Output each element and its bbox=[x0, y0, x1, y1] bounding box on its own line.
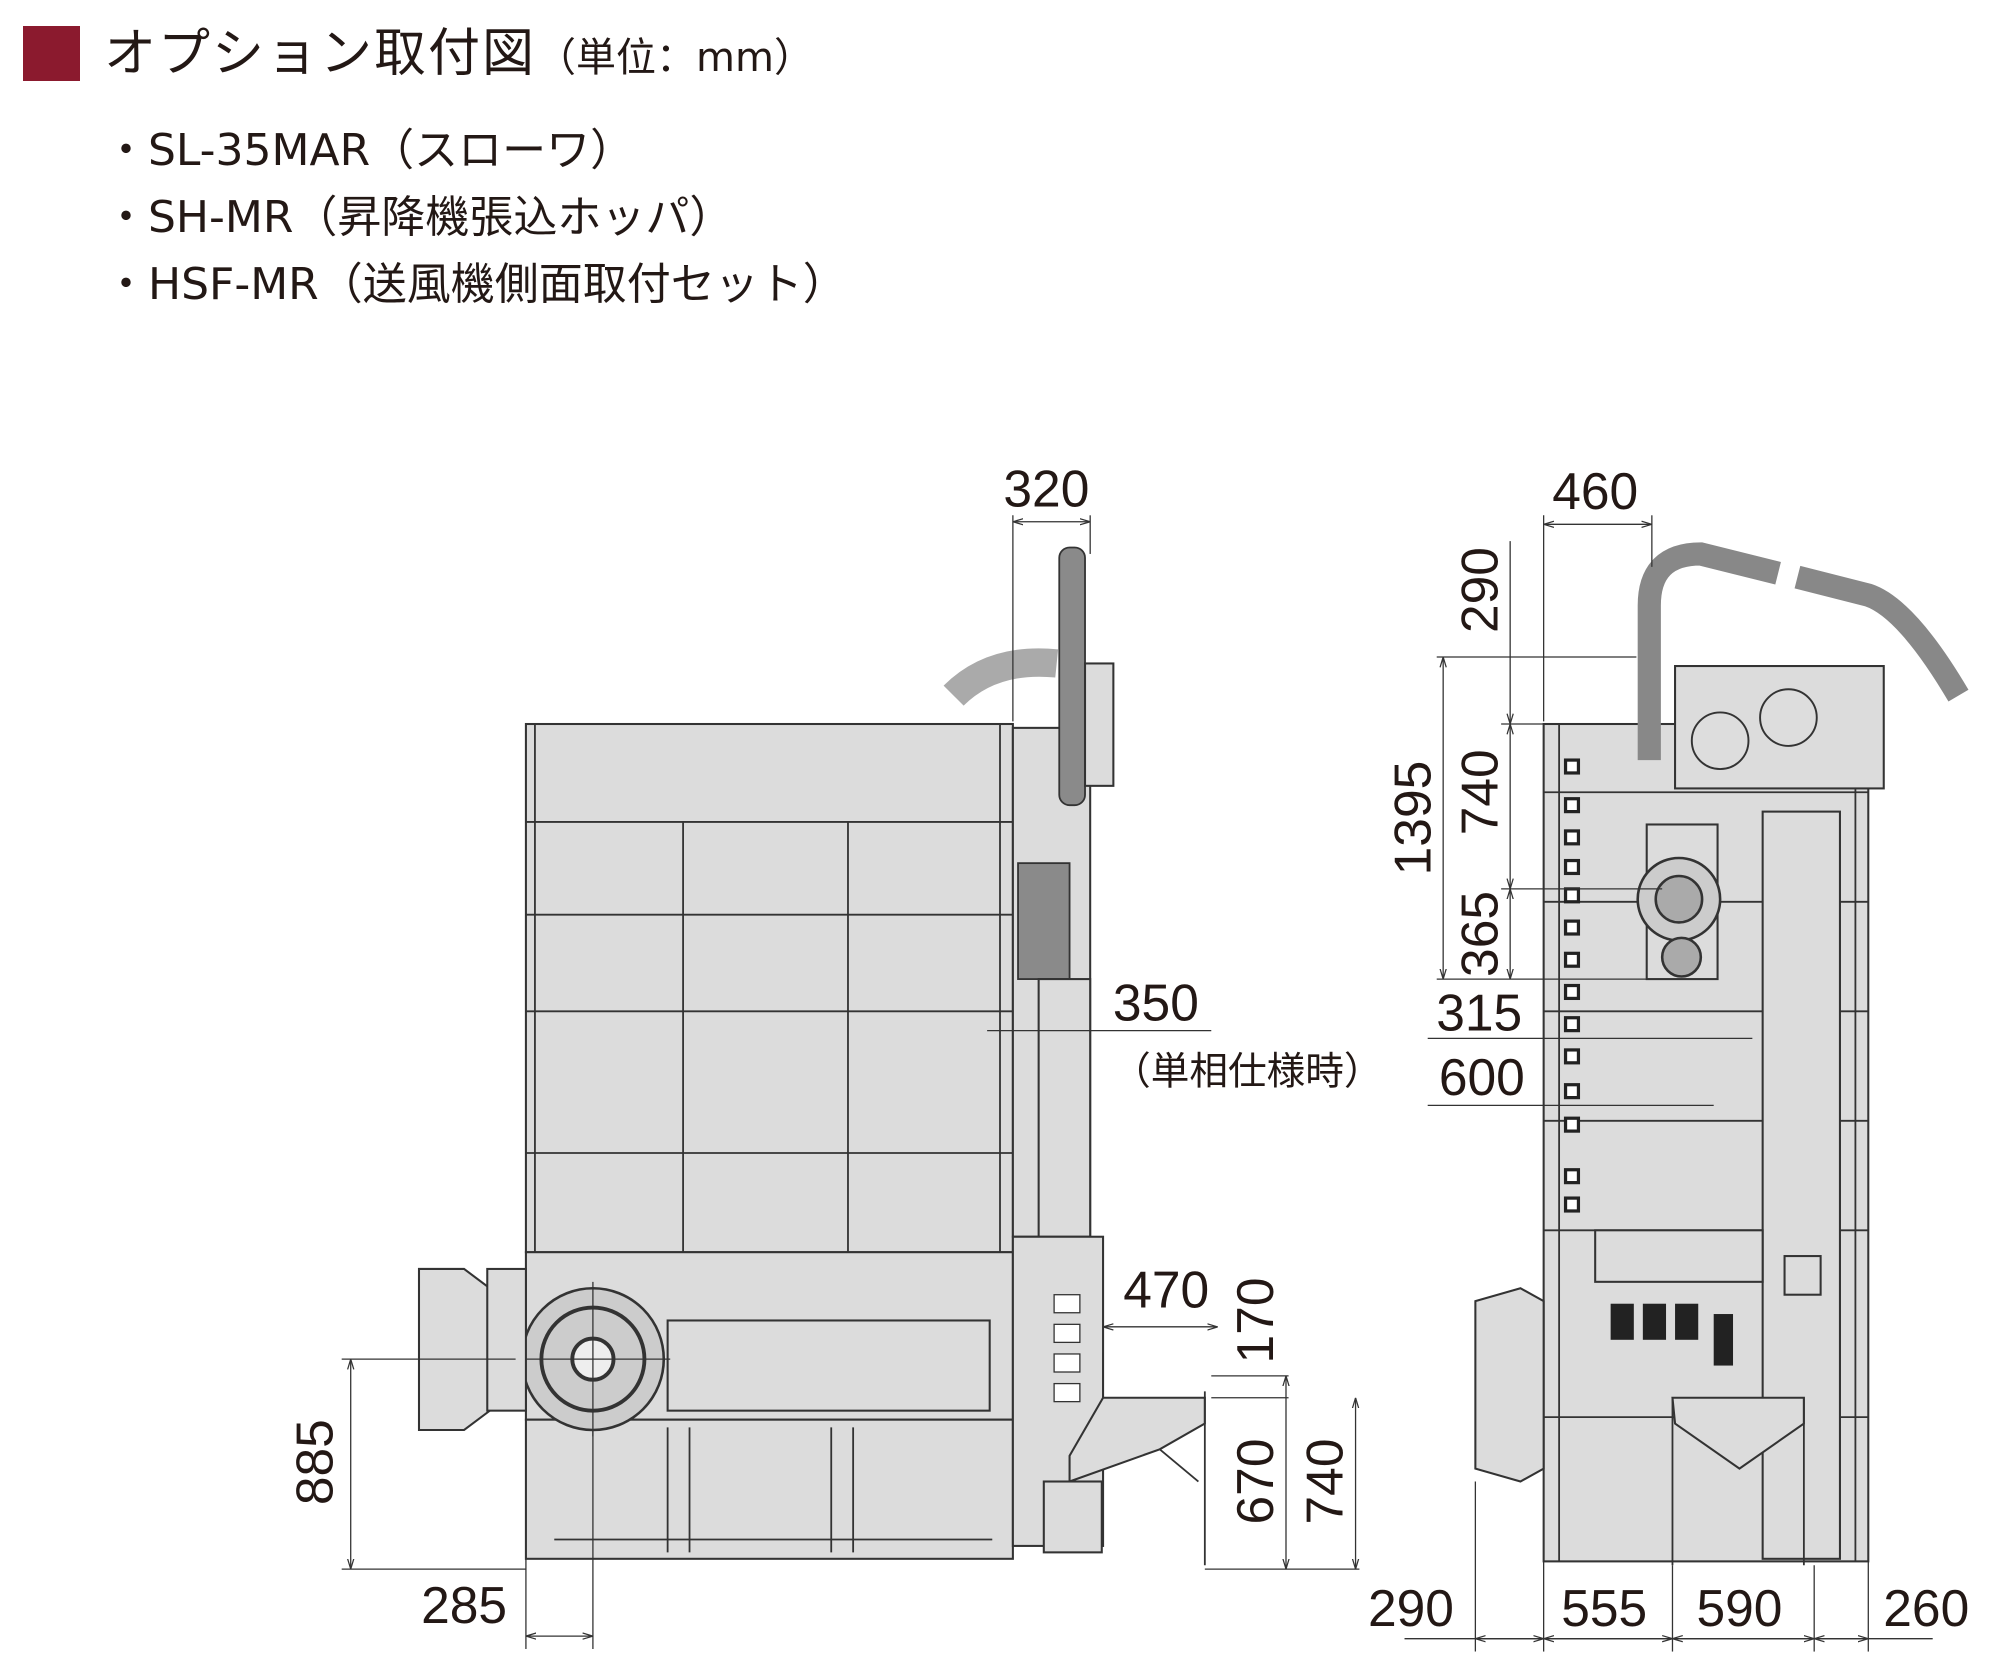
dim-side-upper: 740 bbox=[1450, 749, 1508, 835]
dim-fan-height: 885 bbox=[286, 1419, 344, 1505]
title-text: オプション取付図 bbox=[104, 24, 537, 84]
option-item: ・HSF-MR（送風機側面取付セット） bbox=[104, 259, 847, 310]
side-blower-fan bbox=[1636, 823, 1722, 981]
option-item: ・SL-35MAR（スローワ） bbox=[104, 125, 635, 176]
dim-hopper-total: 740 bbox=[1296, 1439, 1354, 1525]
dim-front-top-width: 320 bbox=[1003, 459, 1089, 517]
side-view-dryer bbox=[1474, 542, 1969, 1566]
section-marker bbox=[23, 26, 80, 81]
unit-label: （単位：mm） bbox=[536, 35, 814, 81]
dim-bottom-b: 590 bbox=[1696, 1579, 1782, 1637]
dim-side-top-width: 460 bbox=[1552, 462, 1638, 520]
side-view-dimensions: 460 290 1395 740 365 315 600 290 555 590… bbox=[1368, 462, 1969, 1652]
dim-bottom-left: 290 bbox=[1368, 1579, 1454, 1637]
dim-side-offset-b: 600 bbox=[1439, 1048, 1525, 1106]
dim-side-offset-note: （単相仕様時） bbox=[1112, 1050, 1382, 1095]
dim-bottom-right: 260 bbox=[1883, 1579, 1969, 1637]
dim-side-lower: 365 bbox=[1450, 891, 1508, 977]
dim-hopper-top: 170 bbox=[1226, 1277, 1284, 1363]
dim-bottom-a: 555 bbox=[1561, 1579, 1647, 1637]
dim-side-top-height: 290 bbox=[1450, 547, 1508, 633]
dim-hopper-height: 670 bbox=[1226, 1439, 1284, 1525]
dim-fan-offset: 285 bbox=[421, 1576, 507, 1634]
dim-side-offset: 350 bbox=[1113, 973, 1199, 1031]
dim-hopper-width: 470 bbox=[1123, 1261, 1209, 1319]
option-item: ・SH-MR（昇降機張込ホッパ） bbox=[104, 192, 734, 243]
front-view-dryer bbox=[417, 546, 1206, 1566]
blower-fan bbox=[515, 1281, 671, 1437]
page-title: オプション取付図（単位：mm） bbox=[104, 22, 814, 90]
front-view-dimensions: 320 350 （単相仕様時） 470 170 670 740 885 285 bbox=[286, 459, 1383, 1649]
dim-side-total-height: 1395 bbox=[1383, 761, 1441, 876]
dim-side-offset-a: 315 bbox=[1436, 984, 1522, 1042]
